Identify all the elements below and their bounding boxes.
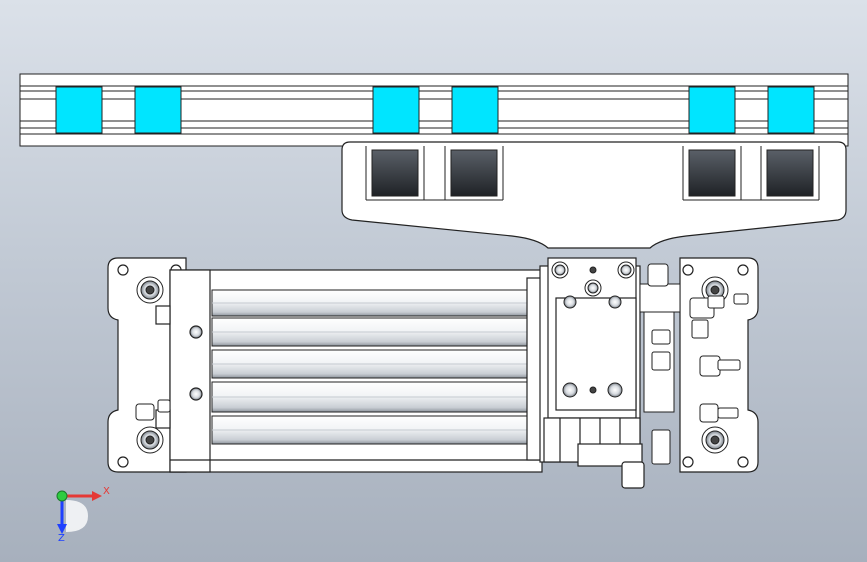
rail-slot	[134, 86, 182, 134]
bracket-pocket	[766, 149, 814, 197]
bracket-pocket	[688, 149, 736, 197]
orientation-triad	[56, 490, 102, 534]
slide-block	[526, 257, 645, 489]
z-axis-label: Z	[58, 533, 65, 544]
rail-slots	[55, 86, 815, 134]
rail-slot	[372, 86, 420, 134]
rail-slot	[55, 86, 103, 134]
rail-slot	[688, 86, 736, 134]
slide-block-bolts	[551, 261, 635, 398]
carriage-bracket	[341, 141, 847, 249]
rail-slot	[767, 86, 815, 134]
bracket-pocket	[371, 149, 419, 197]
bracket-pocket	[450, 149, 498, 197]
pneumatic-fittings	[135, 263, 749, 465]
x-axis-label: X	[103, 486, 110, 497]
piston-rods	[211, 289, 531, 445]
rail-slot	[451, 86, 499, 134]
